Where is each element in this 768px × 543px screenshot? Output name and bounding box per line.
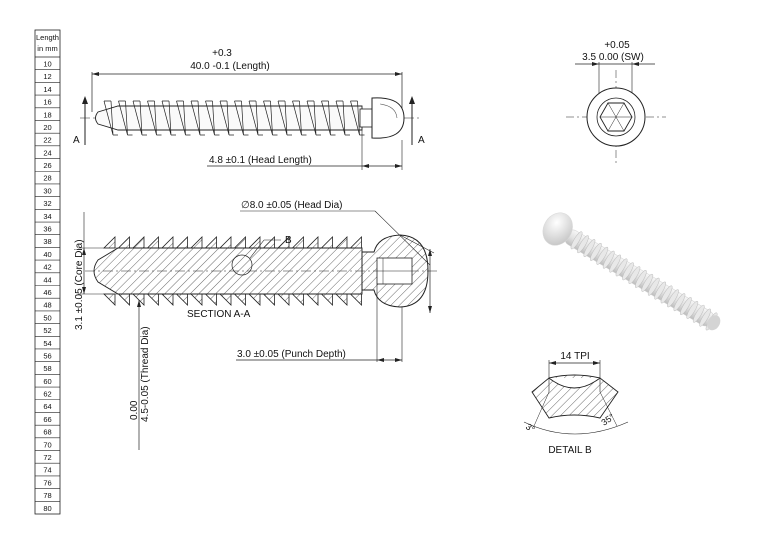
detail-b-callout: B bbox=[285, 235, 292, 246]
head-length-dimension: 4.8 ±0.1 (Head Length) bbox=[209, 155, 312, 166]
length-value-22: 22 bbox=[43, 136, 51, 145]
detail-b-view: 14 TPI 3° 35° DETAIL B bbox=[524, 351, 629, 456]
detail-b-circle bbox=[231, 254, 253, 276]
screw-head-top bbox=[371, 97, 405, 139]
head-inner-circle bbox=[596, 97, 636, 137]
length-value-42: 42 bbox=[43, 263, 51, 272]
section-label: SECTION A-A bbox=[187, 309, 251, 320]
length-value-32: 32 bbox=[43, 199, 51, 208]
length-value-34: 34 bbox=[43, 212, 51, 221]
length-value-18: 18 bbox=[43, 110, 51, 119]
section-threads bbox=[103, 236, 362, 306]
sw-dimension: 3.5 0.00 (SW) bbox=[582, 52, 644, 63]
length-value-56: 56 bbox=[43, 351, 51, 360]
length-value-14: 14 bbox=[43, 85, 51, 94]
detail-b-label: DETAIL B bbox=[548, 445, 592, 456]
length-value-30: 30 bbox=[43, 186, 51, 195]
core-dia-dimension: 3.1 ±0.05 (Core Dia) bbox=[74, 239, 85, 330]
length-value-54: 54 bbox=[43, 339, 51, 348]
punch-depth-dimension: 3.0 ±0.05 (Punch Depth) bbox=[237, 349, 346, 360]
length-value-78: 78 bbox=[43, 491, 51, 500]
section-core bbox=[93, 247, 363, 295]
length-value-38: 38 bbox=[43, 237, 51, 246]
length-value-80: 80 bbox=[43, 504, 51, 513]
length-value-66: 66 bbox=[43, 415, 51, 424]
length-dimension-text: 40.0 -0.1 (Length) bbox=[190, 61, 270, 72]
length-value-60: 60 bbox=[43, 377, 51, 386]
length-value-62: 62 bbox=[43, 390, 51, 399]
length-value-26: 26 bbox=[43, 161, 51, 170]
length-value-36: 36 bbox=[43, 225, 51, 234]
top-view: +0.3 40.0 -0.1 (Length) A A 4.8 ±0.1 (He… bbox=[73, 48, 425, 170]
length-value-74: 74 bbox=[43, 466, 51, 475]
length-table-header-1: Length bbox=[36, 33, 59, 42]
top-view-threads bbox=[103, 100, 365, 136]
length-value-58: 58 bbox=[43, 364, 51, 373]
screw-3d-render bbox=[542, 212, 721, 331]
length-value-24: 24 bbox=[43, 148, 51, 157]
section-mark-left: A bbox=[73, 135, 80, 146]
sw-tol-upper: +0.05 bbox=[604, 40, 630, 51]
length-value-52: 52 bbox=[43, 326, 51, 335]
length-tol-upper: +0.3 bbox=[212, 48, 232, 59]
head-dia-dimension: ∅8.0 ±0.05 (Head Dia) bbox=[241, 200, 342, 211]
length-value-68: 68 bbox=[43, 428, 51, 437]
length-value-10: 10 bbox=[43, 59, 51, 68]
length-value-70: 70 bbox=[43, 440, 51, 449]
length-value-48: 48 bbox=[43, 301, 51, 310]
length-value-46: 46 bbox=[43, 288, 51, 297]
length-value-50: 50 bbox=[43, 313, 51, 322]
thread-profile bbox=[531, 374, 619, 419]
length-value-16: 16 bbox=[43, 98, 51, 107]
length-value-72: 72 bbox=[43, 453, 51, 462]
thread-dia-tol: 0.00 bbox=[129, 400, 140, 420]
thread-dia-dimension: 4.5-0.05 (Thread Dia) bbox=[140, 326, 151, 422]
length-value-12: 12 bbox=[43, 72, 51, 81]
length-value-64: 64 bbox=[43, 402, 51, 411]
length-value-20: 20 bbox=[43, 123, 51, 132]
end-view: +0.05 3.5 0.00 (SW) bbox=[566, 40, 666, 165]
length-value-44: 44 bbox=[43, 275, 51, 284]
length-table: Length in mm 10 12 14 16 18 20 22 24 26 28 30 32 34 3… bbox=[34, 29, 61, 515]
length-value-40: 40 bbox=[43, 250, 51, 259]
length-table-header-2: in mm bbox=[37, 44, 57, 53]
length-value-76: 76 bbox=[43, 478, 51, 487]
section-mark-right: A bbox=[418, 135, 425, 146]
section-view: ∅8.0 ±0.05 (Head Dia) B 3.1 ±0.05 (Core … bbox=[74, 200, 440, 450]
tpi-dimension: 14 TPI bbox=[560, 351, 589, 362]
length-value-28: 28 bbox=[43, 174, 51, 183]
length-table-rows: 10 12 14 16 18 20 22 24 26 28 30 32 34 36 38 40 42 44 46 48… bbox=[35, 59, 60, 513]
